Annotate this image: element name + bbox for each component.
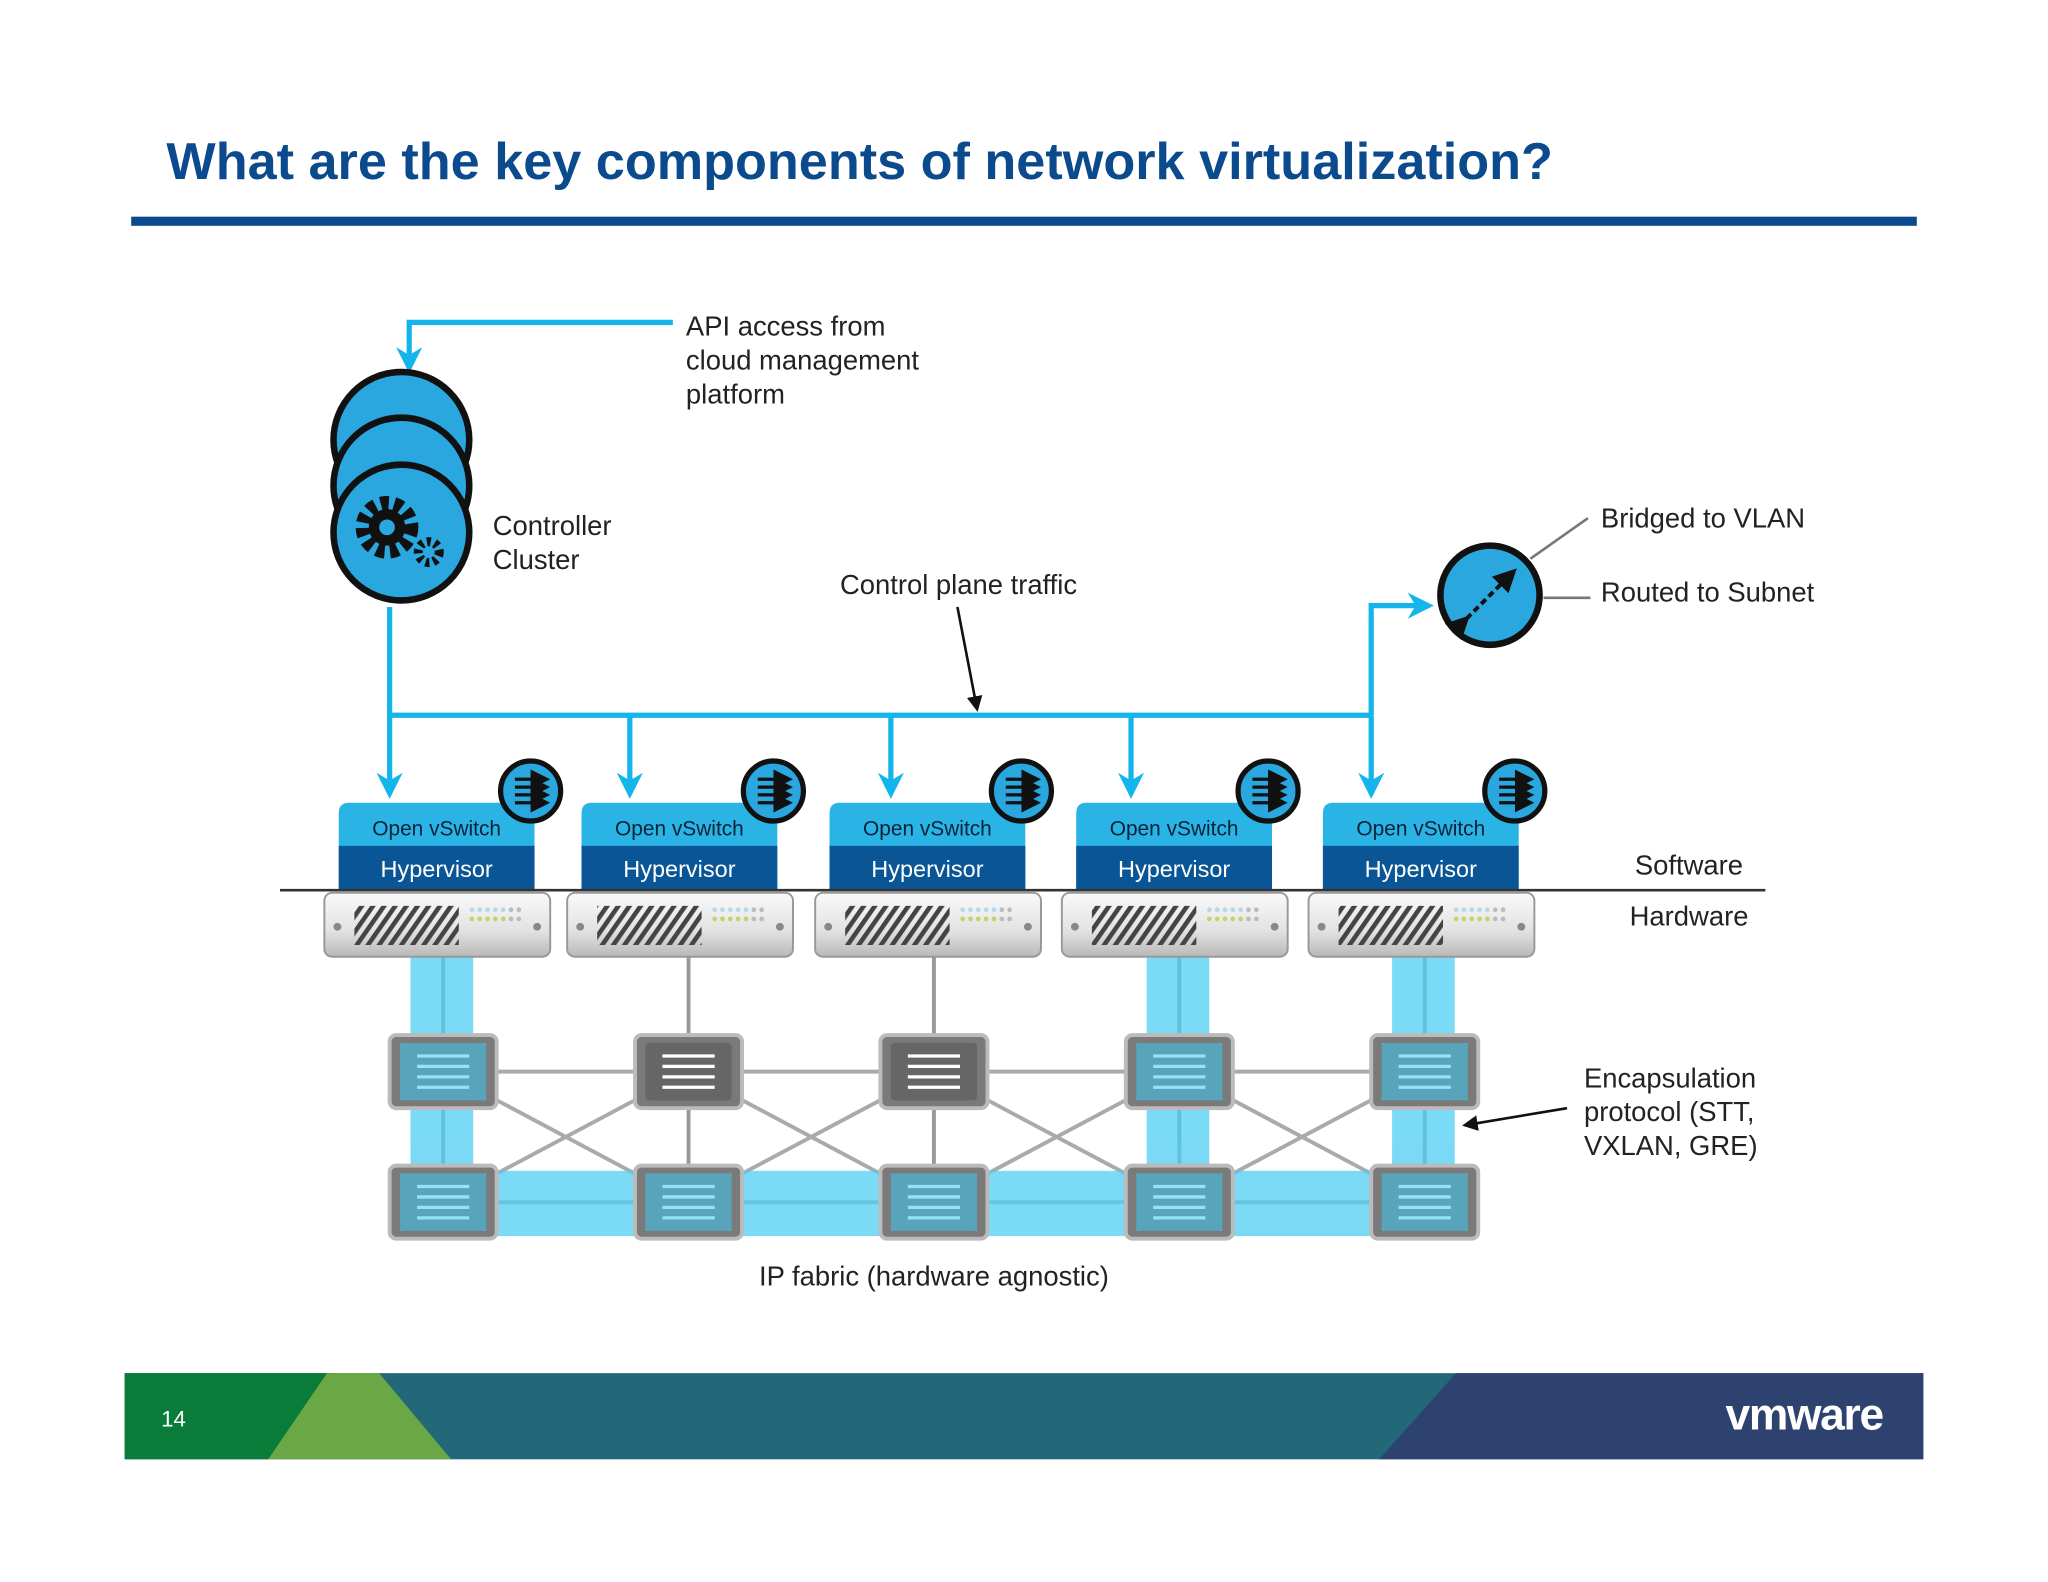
vmware-logo: vmware [1725, 1390, 1883, 1439]
fabric-switch-icon [633, 1033, 745, 1111]
fabric-switch-icon [1123, 1163, 1235, 1241]
hypervisor-label: Hypervisor [1365, 856, 1477, 882]
ovs-label: Open vSwitch [1110, 817, 1239, 840]
hardware-label: Hardware [1630, 900, 1749, 931]
controller-label: Controller Cluster [493, 510, 619, 575]
hypervisor-box [338, 845, 535, 891]
encapsulation-arrow [1462, 1106, 1568, 1131]
hypervisor-box [1322, 845, 1519, 891]
hypervisor-label: Hypervisor [623, 856, 735, 882]
ovs-label: Open vSwitch [1356, 817, 1485, 840]
server-chassis-icon [1307, 891, 1536, 958]
hypervisor-box [581, 845, 778, 891]
fabric-switch-icon [1369, 1163, 1481, 1241]
control-plane-arrow [956, 606, 983, 712]
fabric-switch-icon [1369, 1033, 1481, 1111]
hypervisor-label: Hypervisor [381, 856, 493, 882]
bridged-leader [1529, 517, 1589, 560]
fabric-label: IP fabric (hardware agnostic) [759, 1261, 1109, 1292]
ovs-label: Open vSwitch [372, 817, 501, 840]
api-label: API access from cloud management platfor… [686, 310, 927, 409]
control-plane-label: Control plane traffic [840, 569, 1077, 600]
encapsulation-label: Encapsulation protocol (STT, VXLAN, GRE) [1584, 1062, 1764, 1161]
hypervisor-label: Hypervisor [1118, 856, 1230, 882]
bridged-label: Bridged to VLAN [1601, 502, 1805, 533]
gateway-icon [1437, 542, 1543, 649]
control-plane-bus [376, 592, 1434, 799]
controller-cluster-icon [330, 368, 473, 604]
page-number: 14 [161, 1407, 186, 1432]
ovs-label: Open vSwitch [615, 817, 744, 840]
ovs-label: Open vSwitch [863, 817, 992, 840]
hypervisor-label: Hypervisor [871, 856, 983, 882]
api-arrow [396, 319, 673, 374]
gear-icon [355, 496, 444, 568]
virtual-switch-icon [988, 758, 1055, 824]
server-chassis-icon [323, 891, 552, 958]
ip-fabric [387, 956, 1481, 1241]
virtual-switch-icon [1235, 758, 1301, 824]
footer-bar: 14 vmware [124, 1373, 1924, 1460]
hypervisor-box [829, 845, 1026, 891]
fabric-switch-icon [387, 1163, 499, 1241]
title-rule [131, 216, 1917, 226]
fabric-switch-icon [1123, 1033, 1235, 1111]
server-chassis-icon [1060, 891, 1289, 958]
routed-label: Routed to Subnet [1601, 577, 1815, 608]
server-chassis-icon [566, 891, 794, 958]
software-label: Software [1635, 850, 1743, 881]
fabric-switch-icon [387, 1033, 499, 1111]
virtual-switch-icon [497, 758, 564, 824]
server-chassis-icon [814, 891, 1042, 958]
network-diagram: API access from cloud management platfor… [279, 310, 1815, 1292]
virtual-switch-icon [1482, 758, 1548, 824]
hypervisor-box [1076, 845, 1273, 891]
page-title: What are the key components of network v… [166, 133, 1553, 191]
fabric-switch-icon [633, 1163, 745, 1241]
fabric-switch-icon [878, 1163, 990, 1241]
fabric-switch-icon [878, 1033, 990, 1111]
virtual-switch-icon [740, 758, 807, 824]
